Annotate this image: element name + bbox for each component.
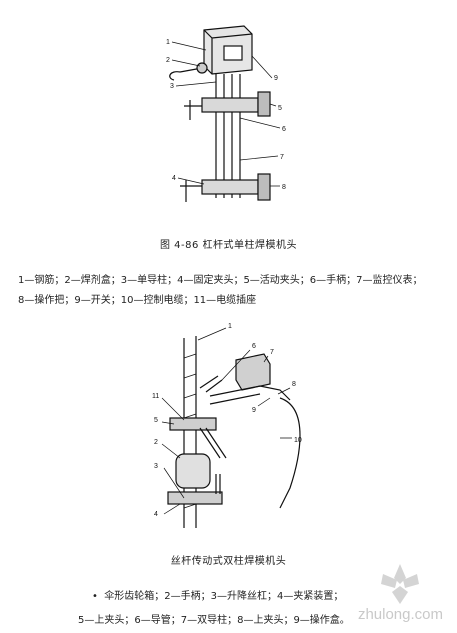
figure1-upper-clamp — [201, 97, 259, 113]
figure1-label: 7 — [280, 154, 284, 161]
figure1-label: 8 — [282, 184, 286, 191]
figure2-label: 9 — [252, 407, 256, 414]
figure1-lower-clamp — [201, 179, 259, 195]
figure2-label: 6 — [252, 343, 256, 350]
figure2-handle-box — [175, 453, 211, 489]
zhulong-logo-icon — [381, 564, 420, 604]
figure1-caption: 图 4-86 杠杆式单柱焊模机头 — [159, 240, 298, 251]
figure2-label: 7 — [270, 349, 274, 356]
figure1-column — [215, 74, 241, 198]
figure2-conduit — [199, 375, 223, 393]
figure1-drawing: 1 2 3 4 5 6 7 8 9 — [166, 25, 286, 202]
figure1-label: 1 — [166, 39, 170, 46]
figure1-legend-line: 1—钢筋；2—焊剂盒；3—单导柱；4—固定夹头；5—活动夹头；6—手柄；7—监控… — [18, 275, 423, 286]
watermark-text: zhulong.com — [357, 606, 443, 623]
figure2-label: 11 — [152, 393, 159, 400]
watermark: zhulong.com — [358, 562, 443, 623]
figure1-legend-line: 8—操作把；9—开关；10—控制电缆；11—电缆插座 — [18, 295, 257, 306]
figure1-label: 6 — [282, 126, 286, 133]
figure2-legend-line: • 伞形齿轮箱；2—手柄；3—升降丝杠；4—夹紧装置； — [92, 587, 343, 602]
figure2-operation-box — [235, 353, 271, 391]
figure2-label: 5 — [154, 417, 158, 424]
bullet-icon: • — [92, 591, 105, 602]
figure2-label: 10 — [294, 437, 302, 444]
figure1-label: 9 — [274, 75, 278, 82]
figure1-label: 5 — [278, 105, 282, 112]
figure2-legend-text: 伞形齿轮箱；2—手柄；3—升降丝杠；4—夹紧装置； — [104, 591, 344, 602]
figure2-label: 8 — [292, 381, 296, 388]
figure2-lower-clamp — [167, 491, 223, 505]
figure2-legend-line: 5—上夹头；6—导管；7—双导柱；8—上夹头；9—操作盒。 — [78, 615, 350, 626]
figure2-label: 4 — [154, 511, 158, 518]
figure2-label: 2 — [154, 439, 158, 446]
figure2-caption: 丝杆传动式双柱焊模机头 — [170, 556, 287, 567]
figure1-label: 2 — [166, 57, 170, 64]
figure1-label: 4 — [172, 175, 176, 182]
figure2-drawing: 1 6 7 8 9 10 11 5 2 3 4 — [152, 323, 302, 528]
figure2-cable — [279, 397, 301, 509]
figure2-label: 3 — [154, 463, 158, 470]
figure2-upper-clamp — [169, 417, 217, 431]
figure1-label: 3 — [170, 83, 174, 90]
figure2-label: 1 — [228, 323, 232, 330]
